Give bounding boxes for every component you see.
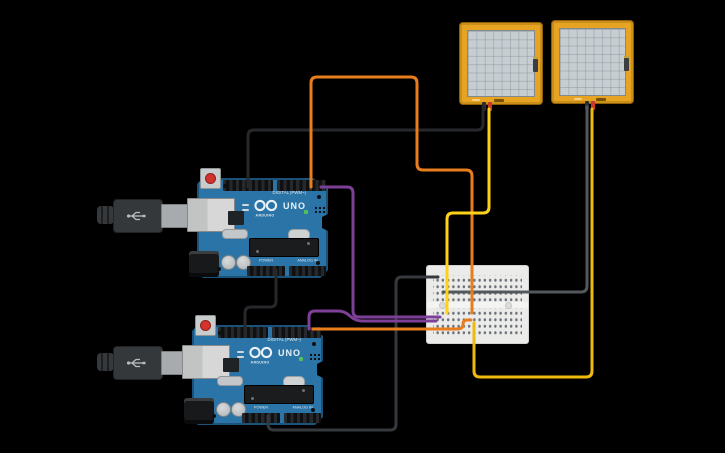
usb-plug-body [113,199,163,233]
digital-header-right[interactable] [277,180,326,191]
wire-display1-to-arduino1-black[interactable] [246,105,485,189]
display-1-side-chip [533,57,538,72]
crystal-oscillator [222,229,248,239]
wire-arduino1-gnd-to-arduino2-black[interactable] [243,268,278,332]
icsp-header[interactable] [309,353,321,361]
on-led [304,210,308,214]
display-2-gnd-pin[interactable] [585,101,589,110]
breadboard-top-holes[interactable] [433,275,522,303]
power-label: POWER [258,259,274,263]
arduino-logo [249,346,273,359]
reset-button[interactable] [200,168,221,189]
mounting-hole [312,342,316,346]
mounting-hole [218,331,222,335]
usb-port [187,198,235,232]
reset-button[interactable] [195,315,216,336]
wire-arduino2-to-breadboard-purple[interactable] [307,309,438,331]
usb-plug-body [113,346,163,380]
display-1-marking [472,99,480,101]
display-1-power-pin[interactable] [488,102,492,111]
crystal-oscillator [217,376,243,386]
display-2-label-marking [596,98,606,101]
analog-header[interactable] [284,413,321,423]
power-label: POWER [253,406,269,410]
arduino-brand-label: ARDUINO [255,214,275,218]
icsp-header[interactable] [314,206,326,214]
voltage-regulator [223,358,239,372]
usb-cable-ribs [97,206,114,224]
arduino-logo [254,199,278,212]
power-jack [184,398,214,424]
mounting-hole [223,184,227,188]
arduino-model-label: UNO [278,348,301,358]
digital-label: DIGITAL (PWM~) [272,191,306,196]
atmega-chip[interactable] [249,238,319,257]
mounting-hole [316,261,320,265]
display-1-label-marking [494,99,504,102]
usb-icon [126,211,146,221]
display-2-marking [574,98,582,100]
touchscreen-display-1[interactable] [459,22,543,111]
analog-header[interactable] [289,266,326,276]
mounting-hole [317,195,321,199]
breadboard-bottom-holes[interactable] [433,308,522,336]
analog-label: ANALOG IN [297,259,318,263]
display-1-gnd-pin[interactable] [482,102,486,111]
on-led [299,357,303,361]
wire-arduino1-to-breadboard-purple[interactable] [319,185,442,319]
arduino-uno-1[interactable]: DIGITAL (PWM~) ARDUINO UNO POWER ANALOG … [187,168,328,278]
usb-icon [126,358,146,368]
digital-header-left[interactable] [218,327,268,338]
mounting-hole [217,267,221,271]
power-header[interactable] [247,266,285,276]
mini-breadboard[interactable] [426,265,529,344]
usb-plug-metal-tip [161,204,189,228]
atmega-chip[interactable] [244,385,314,404]
power-header[interactable] [242,413,280,423]
mounting-hole [311,408,315,412]
usb-cable-plug-1[interactable] [97,199,189,233]
tx-mark [242,204,249,206]
tx-mark [237,351,244,353]
capacitor [221,255,236,270]
rx-mark [237,356,244,358]
rx-mark [242,209,249,211]
arduino-uno-2[interactable]: DIGITAL (PWM~) ARDUINO UNO POWER ANALOG … [182,315,323,425]
digital-header-right[interactable] [272,327,321,338]
display-1-screen [467,30,535,97]
arduino-model-label: UNO [283,201,306,211]
voltage-regulator [228,211,244,225]
touchscreen-display-2[interactable] [551,20,634,110]
capacitor [216,402,231,417]
digital-label: DIGITAL (PWM~) [267,338,301,343]
display-2-screen [559,28,626,96]
usb-cable-plug-2[interactable] [97,346,189,380]
usb-cable-ribs [97,353,114,371]
arduino-brand-label: ARDUINO [250,361,270,365]
power-jack [189,251,219,277]
digital-header-left[interactable] [223,180,273,191]
mounting-hole [212,414,216,418]
display-2-power-pin[interactable] [591,101,595,110]
display-2-side-chip [624,56,629,71]
